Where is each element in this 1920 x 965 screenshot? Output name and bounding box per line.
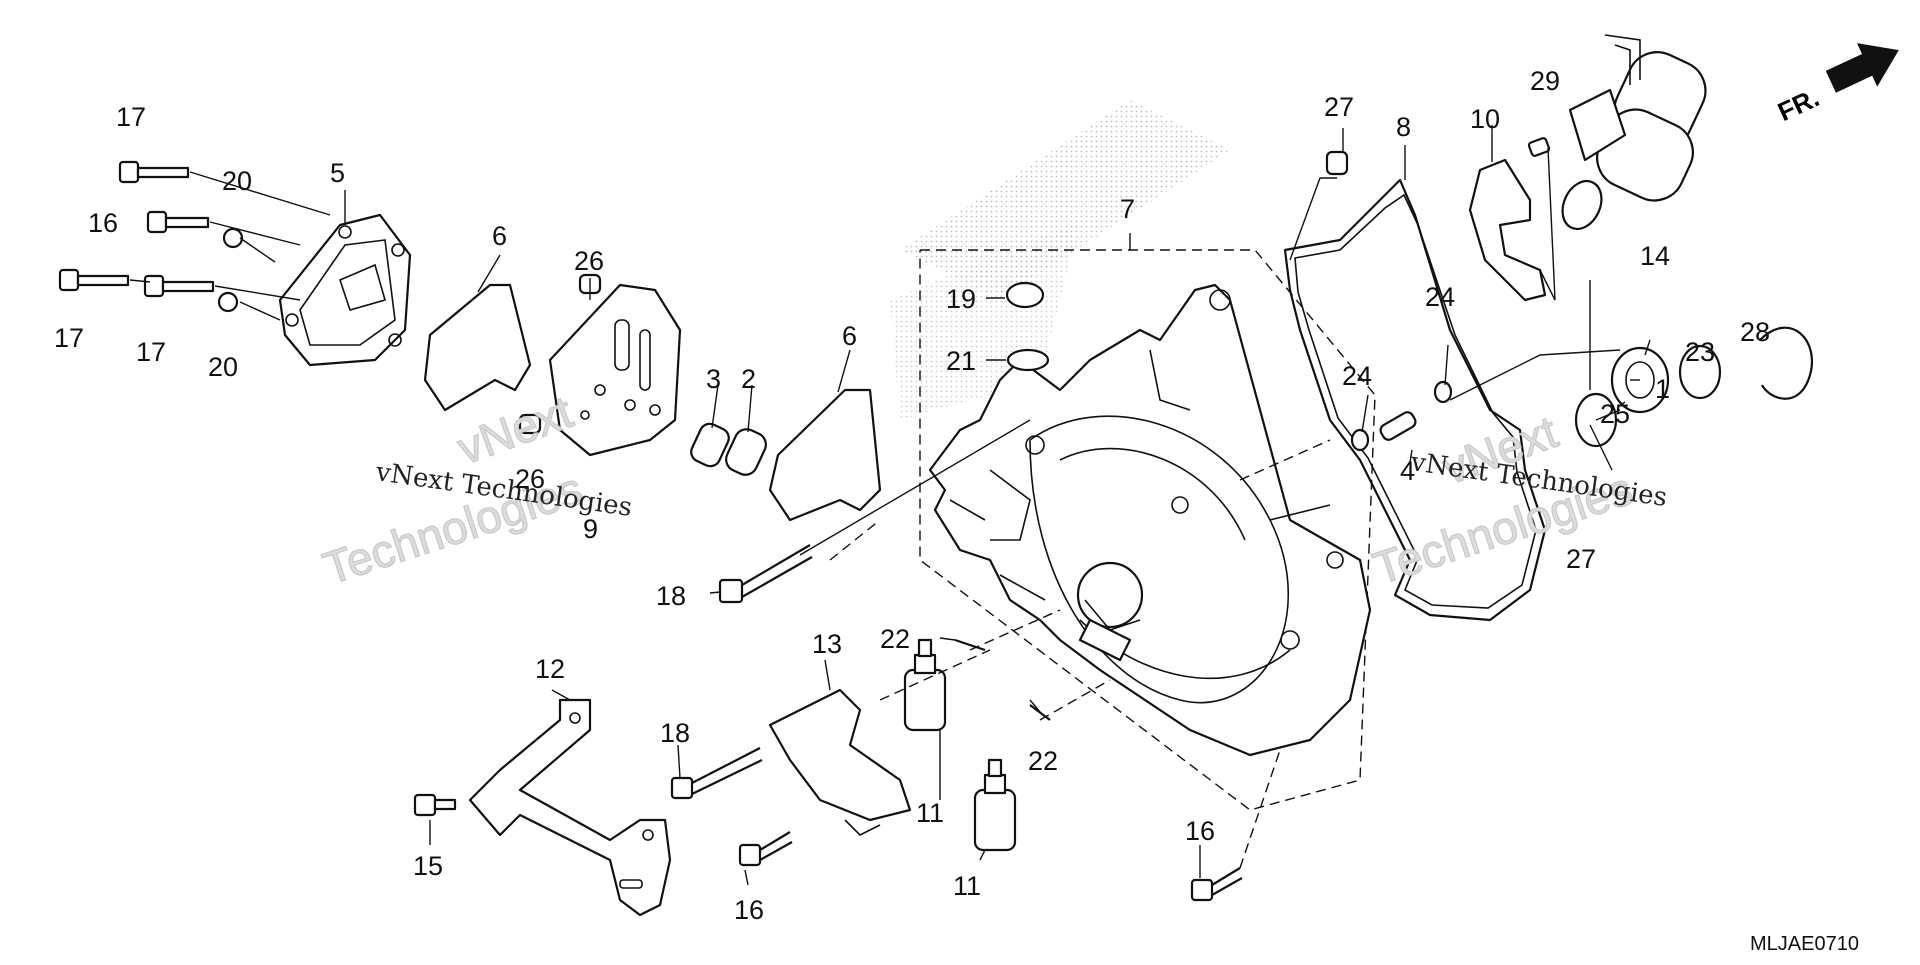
switch-11-lower <box>973 758 1017 852</box>
callout-6: 6 <box>492 221 507 251</box>
callout-18: 18 <box>656 581 686 611</box>
callout-26: 26 <box>574 246 604 276</box>
bolt-17-mid <box>143 274 215 298</box>
bolt-17-top <box>118 160 190 184</box>
circlip-28 <box>1759 326 1813 400</box>
callout-27: 27 <box>1566 544 1596 574</box>
bolt-16-lower-right <box>1190 867 1243 902</box>
callout-16: 16 <box>1185 816 1215 846</box>
bolt-16-left <box>146 210 210 234</box>
callout-15: 15 <box>413 851 443 881</box>
rear-cover-assembly <box>928 283 1372 757</box>
callout-22: 22 <box>1028 746 1058 776</box>
bolt-16-lower-left <box>738 831 793 867</box>
switch-11-upper <box>903 638 947 732</box>
callout-19: 19 <box>946 284 976 314</box>
shading-upper <box>900 100 1230 300</box>
bracket-12 <box>468 698 672 917</box>
front-direction-indicator: FR. <box>1773 43 1899 127</box>
callout-10: 10 <box>1470 104 1500 134</box>
callout-24: 24 <box>1342 361 1372 391</box>
watermark-vnext-left: vNext <box>451 385 579 474</box>
callout-16: 16 <box>88 208 118 238</box>
drain-plug-19 <box>1005 281 1045 309</box>
callout-16: 16 <box>734 895 764 925</box>
callout-8: 8 <box>1396 112 1411 142</box>
dowel-pin-27-top <box>1325 150 1349 176</box>
callout-4: 4 <box>1400 456 1415 486</box>
bolt-15 <box>413 793 457 817</box>
callout-27: 27 <box>1324 92 1354 122</box>
leader-lines <box>129 125 1651 886</box>
linear-solenoid-14 <box>1561 34 1707 231</box>
separator-plate <box>548 283 682 457</box>
callout-labels: 17 5 20 16 17 17 20 6 26 26 9 3 2 6 7 19… <box>54 66 1770 925</box>
callout-23: 23 <box>1685 337 1715 367</box>
washer-24-upper <box>1433 380 1453 404</box>
bolt-18-upper <box>718 544 813 604</box>
callout-26: 26 <box>515 464 545 494</box>
callout-1: 1 <box>1655 374 1670 404</box>
bracket-10 <box>1468 158 1547 302</box>
washer-20-lower <box>217 291 239 313</box>
callout-29: 29 <box>1530 66 1560 96</box>
callout-2: 2 <box>741 364 756 394</box>
callout-28: 28 <box>1740 317 1770 347</box>
bolt-17-mid-left <box>58 268 130 292</box>
o-ring-25 <box>1574 392 1618 448</box>
bracket-13 <box>768 688 912 822</box>
gasket-6-right <box>768 388 882 522</box>
fr-label: FR. <box>1773 82 1824 127</box>
callout-18: 18 <box>660 718 690 748</box>
gasket-6-left <box>423 283 532 412</box>
callout-20: 20 <box>208 352 238 382</box>
washer-21 <box>1006 348 1050 372</box>
callout-17: 17 <box>136 337 166 367</box>
callout-17: 17 <box>116 102 146 132</box>
o-ring-3 <box>690 422 730 468</box>
o-ring-2 <box>725 428 767 476</box>
callout-21: 21 <box>946 346 976 376</box>
callout-14: 14 <box>1640 241 1670 271</box>
callout-11: 11 <box>916 798 944 828</box>
callout-9: 9 <box>583 514 598 544</box>
callout-22: 22 <box>880 624 910 654</box>
callout-11: 11 <box>953 871 981 901</box>
dowel-pin-26-lower <box>518 413 542 435</box>
callout-20: 20 <box>222 166 252 196</box>
bolt-29 <box>1527 137 1551 157</box>
callout-7: 7 <box>1120 194 1135 224</box>
pin-22-lower <box>1029 704 1051 721</box>
callout-24: 24 <box>1425 282 1455 312</box>
callout-6: 6 <box>842 321 857 351</box>
o-ring-23 <box>1678 344 1722 400</box>
diagram-code: MLJAE0710 <box>1750 933 1859 955</box>
valve-body-cover <box>278 213 412 367</box>
bolt-18-lower <box>670 747 763 800</box>
callout-17: 17 <box>54 323 84 353</box>
callout-25: 25 <box>1600 399 1630 429</box>
cover-gasket <box>1283 178 1547 622</box>
pin-22-upper <box>954 638 986 652</box>
front-arrow-icon <box>1825 43 1899 93</box>
washer-20-upper <box>222 227 244 249</box>
callout-13: 13 <box>812 629 842 659</box>
callout-12: 12 <box>535 654 565 684</box>
callout-3: 3 <box>706 364 721 394</box>
oil-pipe-4 <box>1379 411 1417 441</box>
washer-24-lower <box>1350 428 1370 452</box>
callout-5: 5 <box>330 158 345 188</box>
